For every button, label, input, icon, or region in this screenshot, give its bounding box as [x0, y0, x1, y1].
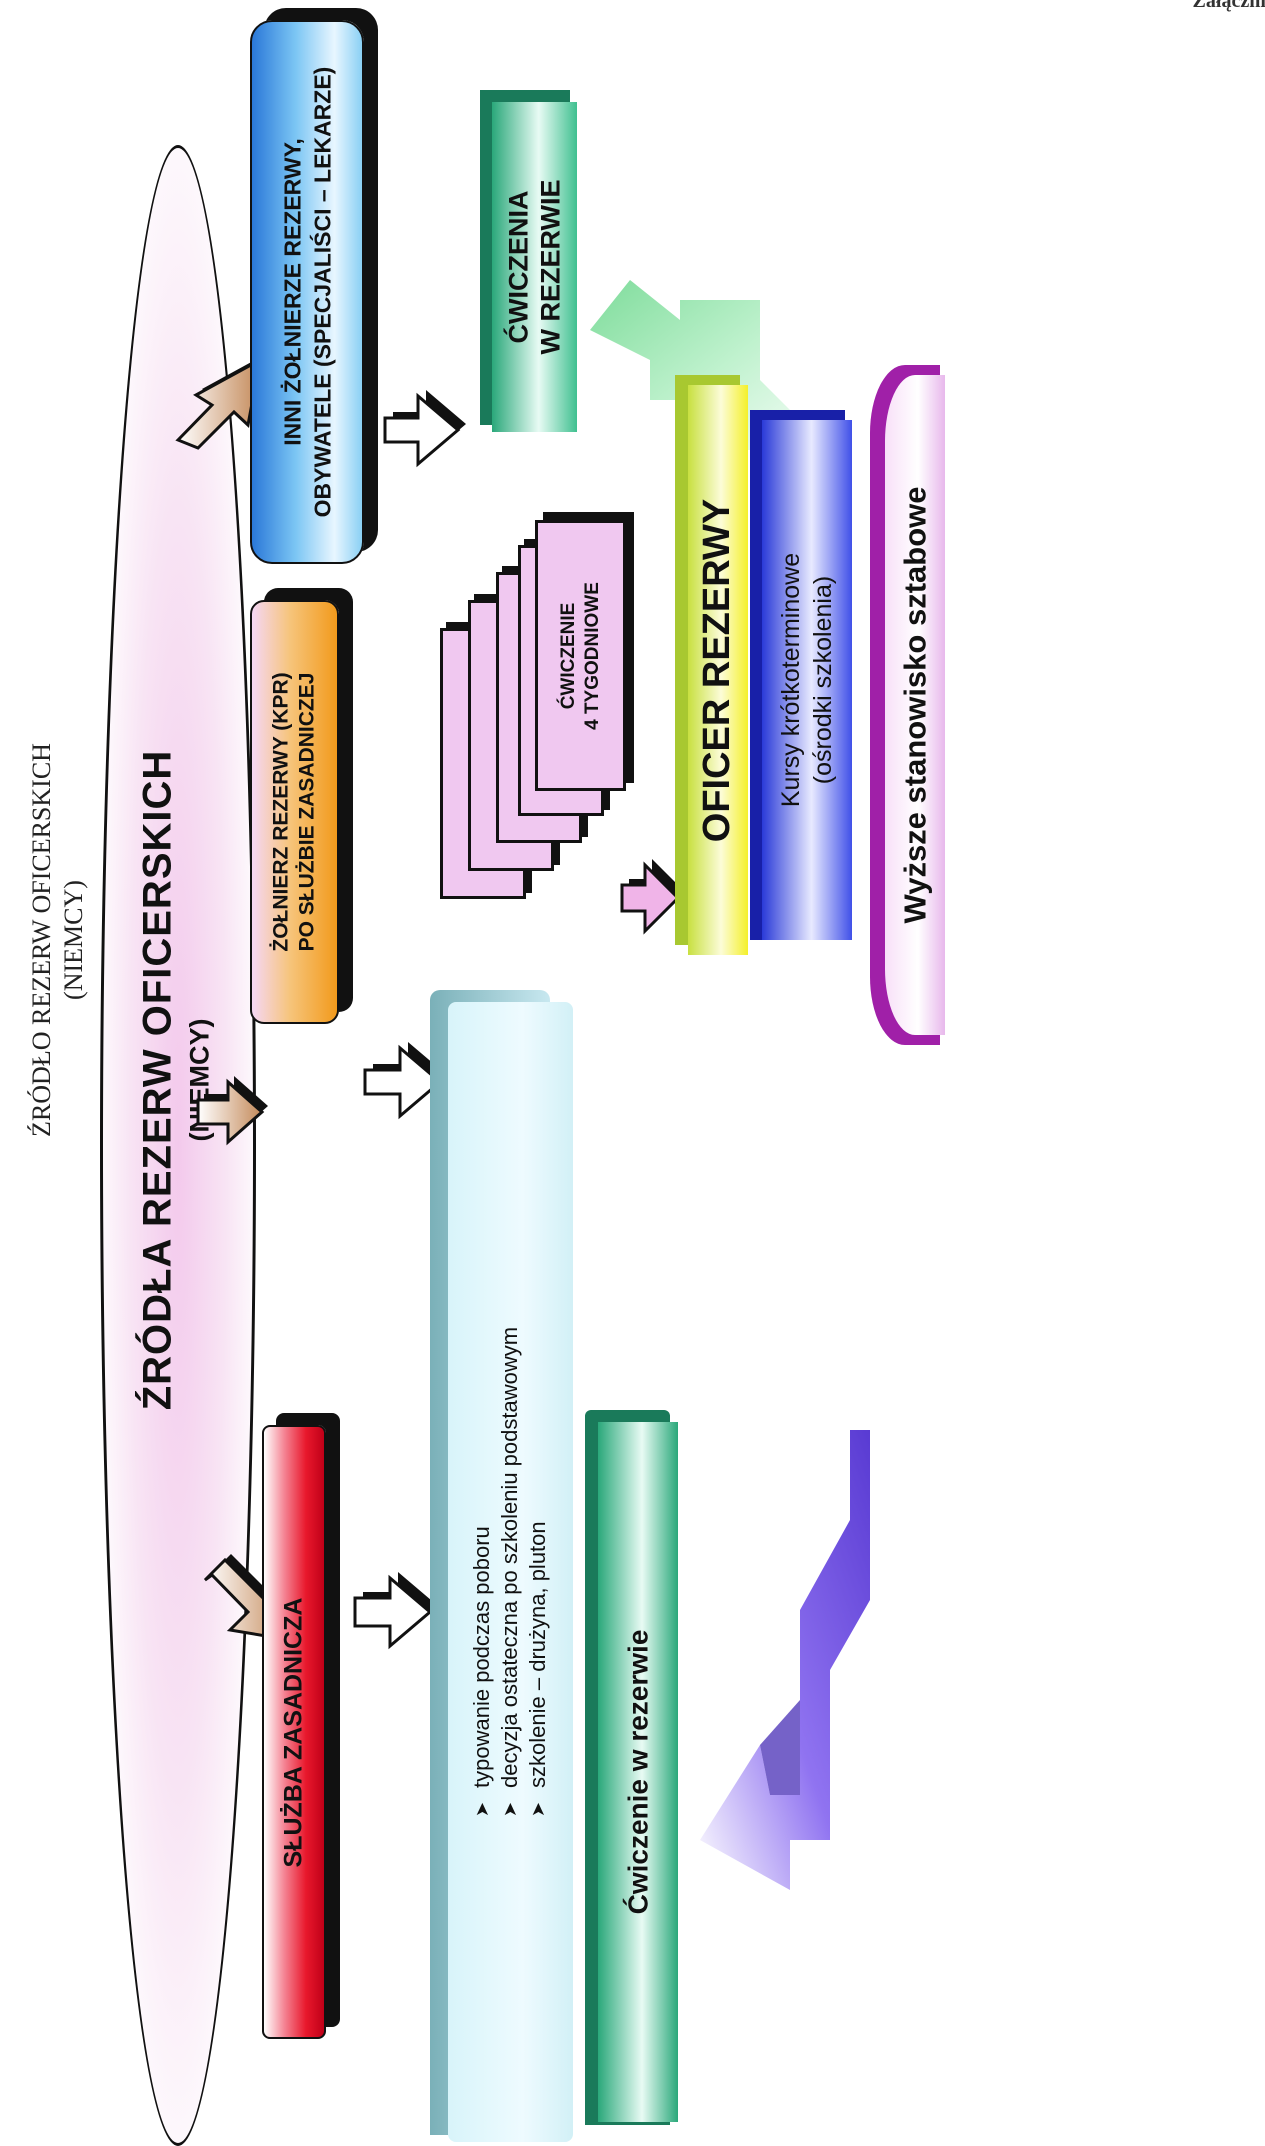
chevron-bullet-icon: ➤: [500, 1801, 521, 1818]
typing-box: ➤ typowanie podczas poboru ➤ decyzja ost…: [448, 1002, 573, 2142]
stack-line2: 4 TYGODNIOWE: [581, 581, 603, 730]
source-inni-line2: OBYWATELE (SPECJALIŚCI – LEKARZE): [309, 66, 336, 518]
corner-text: Załącznik: [1192, 0, 1265, 12]
source-inni-line1: INNI ŻOŁNIERZE REZERWY,: [279, 138, 306, 446]
sources-ellipse: [100, 145, 256, 2146]
arrow-sluzba-to-typing: [353, 1572, 438, 1650]
typing-bullet-3-text: szkolenie – drużyna, pluton: [525, 1521, 551, 1788]
chevron-bullet-icon: ➤: [472, 1801, 493, 1818]
source-zolnierz-line1: ŻOŁNIERZ REZERWY (KPR): [269, 672, 293, 952]
typing-bullet-3: ➤ szkolenie – drużyna, pluton: [525, 1327, 553, 1817]
source-inni-zolnierze: INNI ŻOŁNIERZE REZERWY, OBYWATELE (SPECJ…: [250, 20, 364, 564]
arrow-inni-to-cwiczenia: [383, 390, 466, 468]
arrow-to-zolnierz: [196, 1076, 268, 1146]
stack-line1: ĆWICZENIE: [557, 602, 579, 709]
source-sluzba-zasadnicza: SŁUŻBA ZASADNICZA: [262, 1425, 326, 2039]
source-sluzba-label: SŁUŻBA ZASADNICZA: [279, 1597, 308, 1867]
courses-box: Kursy krótkoterminowe (ośrodki szkolenia…: [762, 420, 852, 940]
typing-bullet-2-text: decyzja ostateczna po szkoleniu podstawo…: [497, 1326, 523, 1788]
courses-line1: Kursy krótkoterminowe: [777, 552, 805, 808]
arrow-zolnierz-to-stack: [363, 1042, 448, 1120]
courses-line2: (ośrodki szkolenia): [809, 575, 837, 785]
staff-label: Wyższe stanowisko sztabowe: [897, 486, 932, 924]
arrow-stack-to-officer: [620, 859, 685, 935]
typing-bullet-1-text: typowanie podczas poboru: [469, 1526, 495, 1788]
source-zolnierz-rezerwy: ŻOŁNIERZ REZERWY (KPR) PO SŁUŻBIE ZASADN…: [250, 600, 339, 1024]
exercise-right-line1: ĆWICZENIA: [503, 190, 534, 344]
staff-box: Wyższe stanowisko sztabowe: [885, 375, 945, 1035]
exercise-right-box: ĆWICZENIA W REZERWIE: [492, 102, 577, 432]
officer-box: OFICER REZERWY: [688, 385, 748, 955]
exercise-left-box: Ćwiczenie w rezerwie: [598, 1422, 678, 2122]
source-zolnierz-line2: PO SŁUŻBIE ZASADNICZEJ: [295, 672, 319, 952]
stack-card-front: ĆWICZENIE 4 TYGODNIOWE: [535, 520, 626, 791]
officer-label: OFICER REZERWY: [696, 498, 739, 842]
typing-bullet-2: ➤ decyzja ostateczna po szkoleniu podsta…: [497, 1327, 525, 1817]
chevron-bullet-icon: ➤: [528, 1801, 549, 1818]
violet-progress-arrow: [700, 1430, 870, 1890]
exercise-left-label: Ćwiczenie w rezerwie: [622, 1629, 654, 1915]
exercise-right-line2: W REZERWIE: [535, 179, 566, 355]
typing-bullet-1: ➤ typowanie podczas poboru: [469, 1327, 497, 1817]
